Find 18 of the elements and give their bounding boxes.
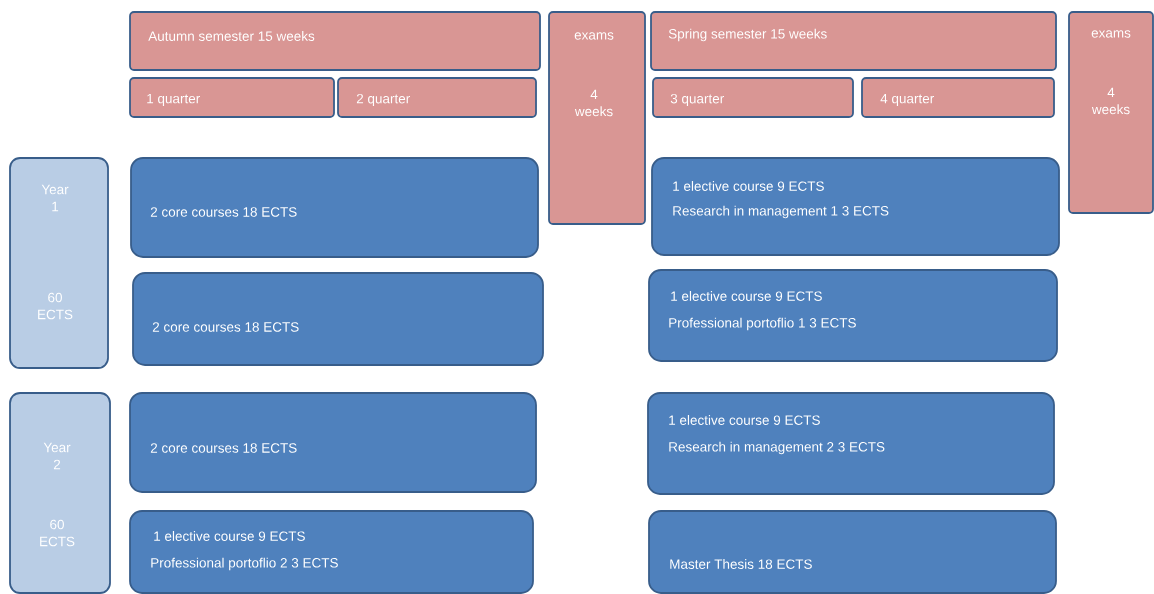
course-box: 2 core courses 18 ECTS [129, 392, 537, 493]
course-box: Master Thesis 18 ECTS [648, 510, 1057, 594]
semester-box: Spring semester 15 weeks [650, 11, 1057, 71]
exams-box: exams 4 weeks [1068, 11, 1154, 214]
quarter-box: 4 quarter [861, 77, 1055, 118]
quarter-box: 2 quarter [337, 77, 537, 118]
course-box: 2 core courses 18 ECTS [132, 272, 544, 366]
exams-box: exams 4 weeks [548, 11, 646, 225]
year-box: Year 1 60 ECTS [9, 157, 109, 369]
course-box: 1 elective course 9 ECTS Professional portoflio 1 3 ECTS [648, 269, 1058, 362]
course-box: 1 elective course 9 ECTS Research in management 1 3 ECTS [651, 157, 1060, 256]
course-box: 1 elective course 9 ECTS Research in management 2 3 ECTS [647, 392, 1055, 495]
course-box: 1 elective course 9 ECTS Professional portoflio 2 3 ECTS [129, 510, 534, 594]
course-box: 2 core courses 18 ECTS [130, 157, 539, 258]
semester-box: Autumn semester 15 weeks [129, 11, 541, 71]
quarter-box: 3 quarter [652, 77, 854, 118]
quarter-box: 1 quarter [129, 77, 335, 118]
year-box: Year 2 60 ECTS [9, 392, 111, 594]
